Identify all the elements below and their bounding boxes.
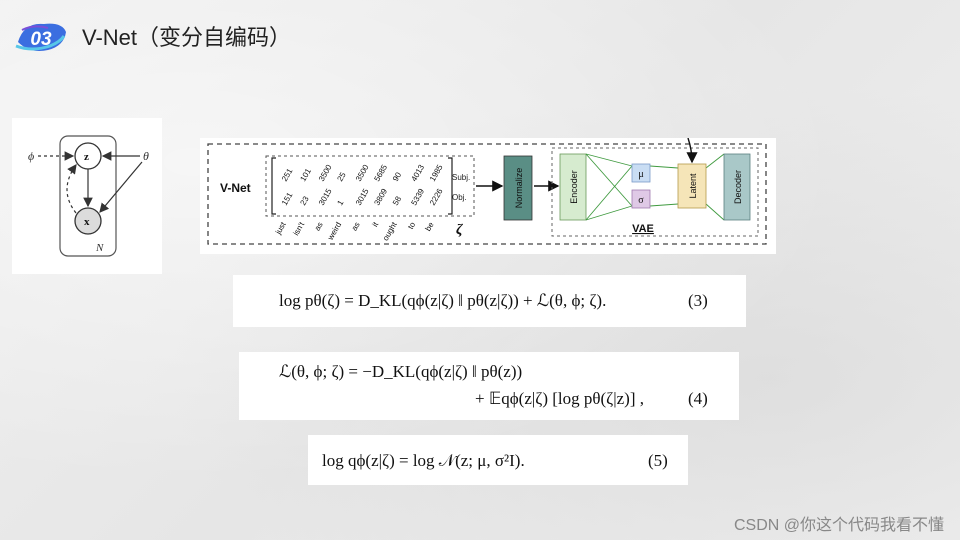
subj-value: 251 <box>280 166 295 183</box>
obj-value: 3809 <box>372 187 389 207</box>
matrix-left-bracket <box>271 157 276 215</box>
inference-edge <box>66 164 77 214</box>
latent-output-arrow <box>686 137 698 164</box>
equation-4-number: (4) <box>688 389 708 408</box>
equation-4-line-2: + 𝔼qϕ(z|ζ) [log pθ(ζ|z)] , <box>475 389 644 408</box>
token-label: to <box>406 220 417 231</box>
equation-4-line-1: ℒ(θ, ϕ; ζ) = −D_KL(qϕ(z|ζ) ‖ pθ(z)) <box>279 362 523 381</box>
phi-label: ϕ <box>28 149 34 163</box>
obj-value: 151 <box>280 190 295 207</box>
equation-3: log pθ(ζ) = D_KL(qϕ(z|ζ) ‖ pθ(z|ζ)) + ℒ(… <box>279 291 607 310</box>
obj-value: 58 <box>391 194 404 207</box>
token-label: as <box>350 221 362 233</box>
subj-label: Subj. <box>452 173 470 182</box>
edge-theta-x <box>99 161 143 213</box>
obj-value: 3015 <box>354 187 371 207</box>
obj-value: 5339 <box>409 187 426 207</box>
observed-node-x <box>74 207 102 235</box>
watermark-footer: CSDN @你这个代码我看不懂 <box>733 517 944 534</box>
subj-value: 1985 <box>428 163 445 183</box>
graphical-model-panel: N z x ϕ θ <box>12 118 162 274</box>
obj-value: 23 <box>298 194 311 207</box>
equation-5-number: (5) <box>648 451 668 470</box>
obj-value: 1 <box>335 198 345 207</box>
obj-value: 3015 <box>317 187 334 207</box>
subj-value: 3500 <box>317 163 334 183</box>
token-label: be <box>423 220 436 233</box>
vnet-outer-border <box>207 143 767 245</box>
subj-value: 5685 <box>372 163 389 183</box>
equation-3-number: (3) <box>688 291 708 310</box>
token-label: it <box>370 220 380 229</box>
vae-label: VAE <box>632 223 654 235</box>
subj-value: 3500 <box>354 163 371 183</box>
latent-block <box>677 163 707 209</box>
mu-block <box>631 163 651 183</box>
zeta-label: ζ <box>456 222 464 238</box>
latent-label: Latent <box>688 173 698 199</box>
vnet-label: V-Net <box>220 181 251 195</box>
token-label: just <box>273 220 288 237</box>
vae-region <box>551 147 759 237</box>
subj-value: 25 <box>335 170 348 183</box>
encoder-label: Encoder <box>569 170 579 204</box>
theta-label: θ <box>143 149 149 163</box>
decoder-block <box>723 153 751 221</box>
normalize-block <box>503 155 533 221</box>
encoder-connections <box>585 153 725 221</box>
matrix-right-bracket <box>448 157 453 215</box>
node-z-label: z <box>84 151 89 163</box>
node-x-label: x <box>84 216 90 228</box>
matrix-region <box>265 155 475 217</box>
plate-box <box>59 135 117 257</box>
token-label: ought <box>381 220 399 243</box>
decoder-label: Decoder <box>733 170 743 204</box>
obj-value: 2226 <box>428 187 445 207</box>
equation-5: log qϕ(z|ζ) = log 𝒩(z; μ, σ²I). <box>322 451 525 470</box>
mu-label: μ <box>638 169 643 180</box>
token-label: weird <box>325 221 343 243</box>
obj-label: Obj. <box>452 193 467 202</box>
token-label: isn't <box>291 220 306 237</box>
sigma-block <box>631 189 651 209</box>
equation-3-panel: log pθ(ζ) = D_KL(qϕ(z|ζ) ‖ pθ(z|ζ)) + ℒ(… <box>233 275 746 327</box>
subj-value: 4013 <box>409 163 426 183</box>
section-number-badge: 03 <box>15 23 66 51</box>
plate-label: N <box>95 242 104 254</box>
subj-value: 101 <box>298 166 313 183</box>
token-label: as <box>313 221 325 233</box>
sigma-label: σ <box>638 195 644 206</box>
encoder-block <box>559 153 587 221</box>
equation-5-panel: log qϕ(z|ζ) = log 𝒩(z; μ, σ²I). (5) <box>308 435 688 485</box>
subj-value: 90 <box>391 170 404 183</box>
equation-4-panel: ℒ(θ, ϕ; ζ) = −D_KL(qϕ(z|ζ) ‖ pθ(z)) + 𝔼q… <box>239 352 739 420</box>
normalize-label: Normalize <box>514 168 524 209</box>
slide-title: V-Net（变分自编码） <box>82 25 292 50</box>
section-number: 03 <box>30 29 52 50</box>
